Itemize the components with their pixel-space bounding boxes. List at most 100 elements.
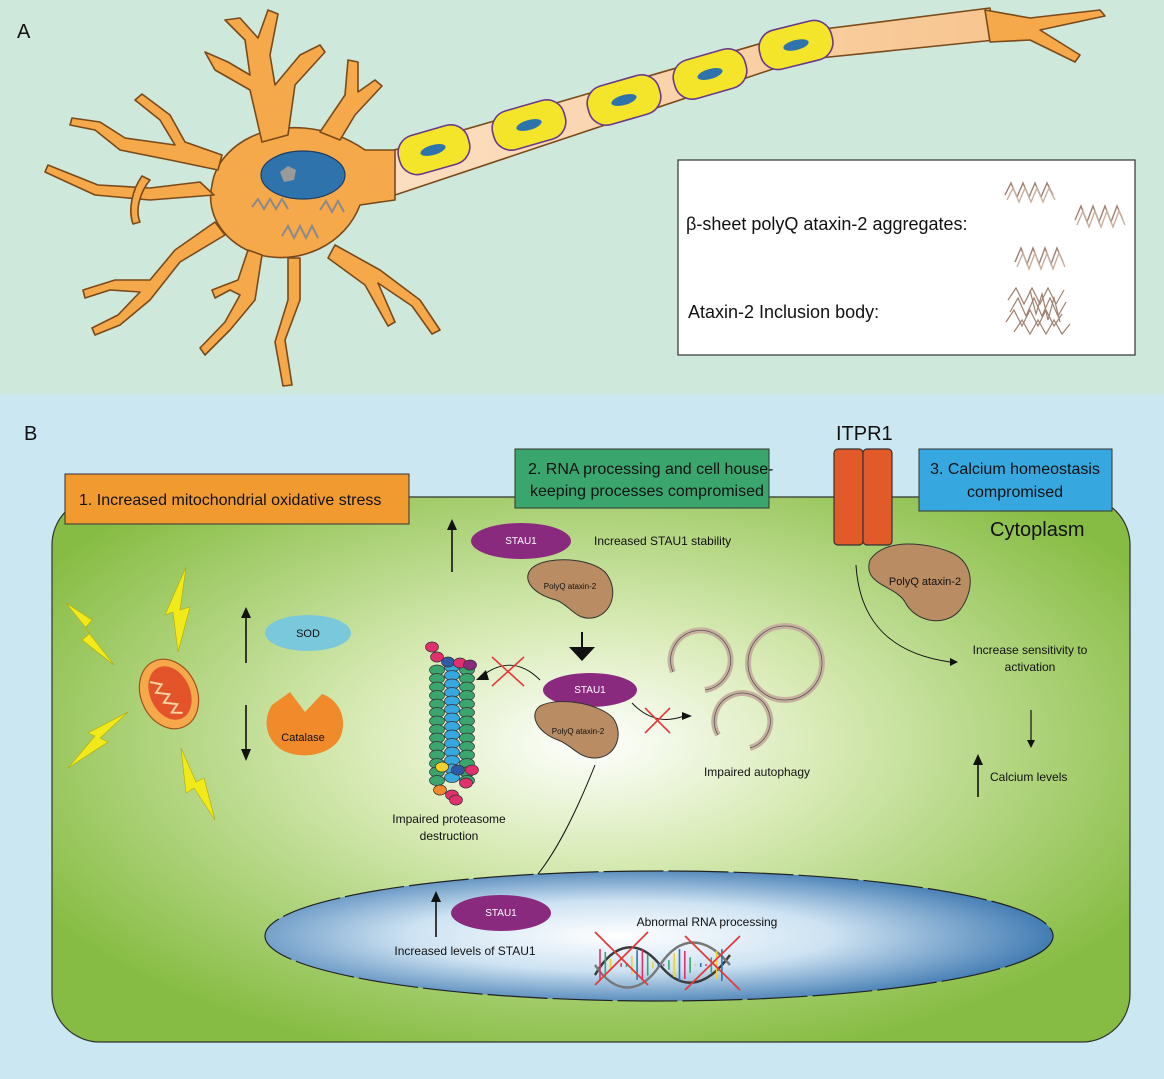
inclusion-body-icon xyxy=(1005,286,1071,336)
myelin-nucleus xyxy=(420,144,446,156)
arrowhead xyxy=(241,607,251,618)
myelin-nucleus xyxy=(516,119,542,131)
neuron-nucleus xyxy=(260,150,346,200)
lightning-icon xyxy=(180,747,216,821)
proteasome-cap-subunit xyxy=(451,764,465,776)
proteasome-cross-icon xyxy=(491,656,525,687)
box-calcium-homeostasis: 3. Calcium homeostasis compromised xyxy=(918,448,1113,512)
proteasome-cap-subunit xyxy=(433,784,447,796)
stau1-top xyxy=(471,523,571,559)
panel-a-letter: A xyxy=(17,21,31,43)
legend-box: β-sheet polyQ ataxin-2 aggregates: Ataxi… xyxy=(677,159,1136,356)
arrow-to-proteasome xyxy=(481,664,541,681)
box2-line1: 2. RNA processing and cell house- xyxy=(528,461,773,478)
arrowhead xyxy=(569,647,595,661)
lightning-icon xyxy=(65,602,115,666)
box2-line2: keeping processes compromised xyxy=(530,483,764,500)
cytoplasm-aggregate-3 xyxy=(319,198,345,215)
box-rna-processing: 2. RNA processing and cell house- keepin… xyxy=(514,448,773,509)
lightning-icon xyxy=(164,566,191,653)
increase-sensitivity-line2: activation xyxy=(1005,660,1056,674)
itpr1-label: ITPR1 xyxy=(836,423,893,445)
nucleus xyxy=(264,870,1054,1002)
proteasome-subunit xyxy=(429,775,445,786)
proteasome-cap-subunit xyxy=(435,761,449,773)
catalase-enzyme xyxy=(266,692,344,756)
dendrite-bottom-right xyxy=(274,257,301,387)
proteasome-cap-subunit xyxy=(465,764,479,776)
stau1-nucleus-label: STAU1 xyxy=(485,908,517,919)
legend-inclusion-label: Ataxin-2 Inclusion body: xyxy=(688,302,879,322)
axon-terminal xyxy=(984,9,1106,63)
beta-sheet-aggregates-icon xyxy=(1004,181,1126,271)
dna-cross-icon xyxy=(594,931,741,991)
arrowhead xyxy=(447,519,457,530)
legend-frame xyxy=(677,159,1136,356)
box3-line1: 3. Calcium homeostasis xyxy=(930,461,1100,478)
dendrite-hook xyxy=(130,175,151,225)
stau1-nucleus xyxy=(451,895,551,931)
proteasome-cap-subunit xyxy=(441,656,455,668)
arrow-to-sensitivity xyxy=(855,564,951,663)
arrowhead xyxy=(973,754,983,765)
arrowhead xyxy=(476,670,489,680)
proteasome-icon xyxy=(425,641,479,806)
nucleolus xyxy=(280,166,296,182)
proteasome-cap-subunit xyxy=(449,794,463,806)
dendrite-lower-left xyxy=(82,221,226,336)
myelin-nucleus xyxy=(697,68,723,80)
itpr1-channel xyxy=(833,448,893,546)
arrowhead xyxy=(431,891,441,902)
proteasome-cap-subunit xyxy=(425,641,439,653)
impaired-proteasome-line1: Impaired proteasome xyxy=(392,812,506,826)
cytoplasm-aggregate-2 xyxy=(281,223,319,241)
dendrite-bottom xyxy=(199,249,263,356)
cytoplasm-aggregate-1 xyxy=(251,197,289,211)
stau1-middle xyxy=(543,673,637,707)
cytoplasm-label: Cytoplasm xyxy=(990,519,1084,541)
polyq-ataxin-middle: PolyQ ataxin-2 xyxy=(534,701,619,759)
box-oxidative-stress: 1. Increased mitochondrial oxidative str… xyxy=(64,473,410,525)
myelin-sheaths xyxy=(397,19,834,176)
dendrite-right-low xyxy=(327,244,441,335)
sod-label: SOD xyxy=(296,628,320,640)
box3-line2: compromised xyxy=(967,484,1063,501)
impaired-proteasome-line2: destruction xyxy=(420,829,479,843)
mitochondrion-icon xyxy=(138,658,200,730)
polyq-ataxin-top-label: PolyQ ataxin-2 xyxy=(544,582,597,591)
autophagy-cross-icon xyxy=(644,707,671,734)
polyq-ataxin-middle-label: PolyQ ataxin-2 xyxy=(552,727,605,736)
dendrite-top-right xyxy=(319,59,383,141)
polyq-ataxin-itpr1: PolyQ ataxin-2 xyxy=(868,543,971,622)
abnormal-rna-label: Abnormal RNA processing xyxy=(637,915,778,929)
polyq-ataxin-itpr1-label: PolyQ ataxin-2 xyxy=(889,576,961,588)
stau1-middle-label: STAU1 xyxy=(574,685,606,696)
arrow-to-nucleus xyxy=(532,764,596,881)
stau1-top-label: STAU1 xyxy=(505,536,537,547)
sod-enzyme xyxy=(265,615,351,651)
increased-stau1-stability-label: Increased STAU1 stability xyxy=(594,534,731,548)
calcium-levels-label: Calcium levels xyxy=(990,770,1067,784)
lightning-icon xyxy=(67,711,129,769)
arrowhead xyxy=(682,712,692,720)
arrowhead xyxy=(950,658,958,666)
box1-label: 1. Increased mitochondrial oxidative str… xyxy=(79,492,381,509)
lightning-bolts xyxy=(65,566,216,821)
myelin-nucleus xyxy=(783,39,809,51)
increased-levels-stau1-label: Increased levels of STAU1 xyxy=(394,944,536,958)
dendrite-top xyxy=(204,9,326,143)
polyq-ataxin-top: PolyQ ataxin-2 xyxy=(527,559,614,619)
proteasome-cap-subunit xyxy=(463,659,477,671)
proteasome-cap-subunit xyxy=(459,777,473,789)
arrowhead xyxy=(241,749,251,761)
panel-b-letter: B xyxy=(24,423,37,445)
myelin-nucleus xyxy=(611,94,637,106)
arrowhead xyxy=(1027,740,1035,748)
increase-sensitivity-line1: Increase sensitivity to xyxy=(973,643,1088,657)
impaired-autophagy-label: Impaired autophagy xyxy=(704,765,810,779)
legend-aggregates-label: β-sheet polyQ ataxin-2 aggregates: xyxy=(686,214,968,234)
dendrite-left xyxy=(69,93,223,171)
catalase-label: Catalase xyxy=(281,732,324,744)
proteasome-cap-subunit xyxy=(430,651,444,663)
